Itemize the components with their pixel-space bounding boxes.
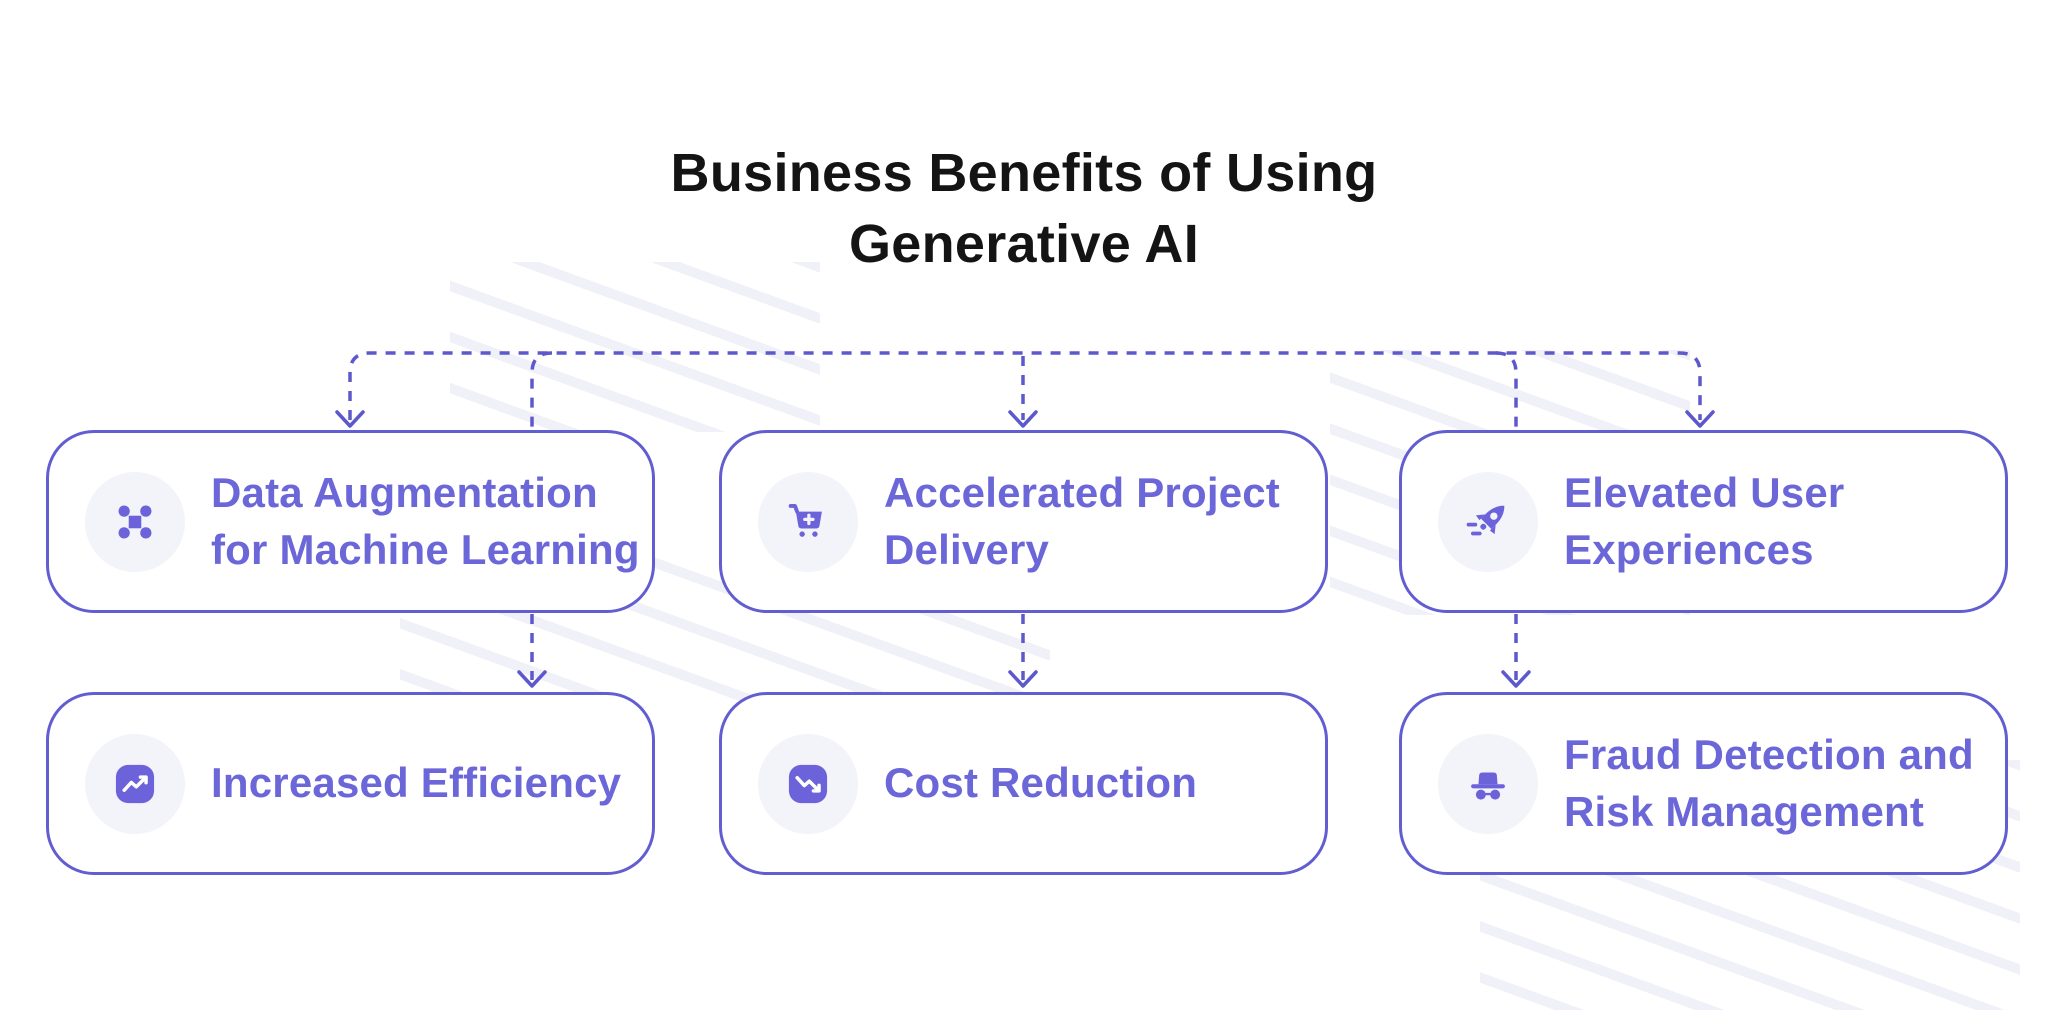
card-label: Elevated User Experiences: [1564, 468, 1845, 573]
icon-circle: [85, 471, 185, 572]
card-label: Fraud Detection and Risk Management: [1564, 730, 1974, 835]
icon-circle: [85, 733, 185, 834]
rocket-icon: [1466, 505, 1505, 535]
trend-down-icon: [788, 764, 828, 803]
arrowhead-into-card-2: [1008, 410, 1038, 428]
icon-circle: [758, 733, 858, 834]
card-data-augmentation: Data Augmentation for Machine Learning: [46, 430, 655, 613]
diagram-title-line2: Generative AI: [848, 214, 1200, 275]
cart-plus-icon: [788, 503, 822, 537]
arrowhead-into-card-3: [1685, 410, 1715, 428]
card-accelerated-project-delivery: Accelerated Project Delivery: [719, 430, 1328, 613]
data-nodes-icon: [118, 505, 152, 538]
card-fraud-detection-risk-management: Fraud Detection and Risk Management: [1399, 692, 2008, 875]
card-label: Accelerated Project Delivery: [884, 468, 1280, 573]
card-elevated-user-experiences: Elevated User Experiences: [1399, 430, 2008, 613]
icon-circle: [1438, 733, 1538, 834]
diagram-title: Business Benefits of Using Generative AI: [0, 138, 2048, 281]
icon-circle: [1438, 471, 1538, 572]
diagram-title-line1: Business Benefits of Using: [670, 143, 1378, 203]
card-label: Cost Reduction: [884, 759, 1198, 807]
card-cost-reduction: Cost Reduction: [719, 692, 1328, 875]
arrowhead-into-card-6: [1501, 670, 1531, 688]
icon-circle: [758, 471, 858, 572]
card-increased-efficiency: Increased Efficiency: [46, 692, 655, 875]
card-label: Data Augmentation for Machine Learning: [211, 468, 640, 573]
trend-up-icon: [115, 764, 155, 803]
arrowhead-into-card-1: [335, 410, 365, 428]
card-label: Increased Efficiency: [211, 759, 622, 807]
incognito-icon: [1471, 772, 1505, 800]
